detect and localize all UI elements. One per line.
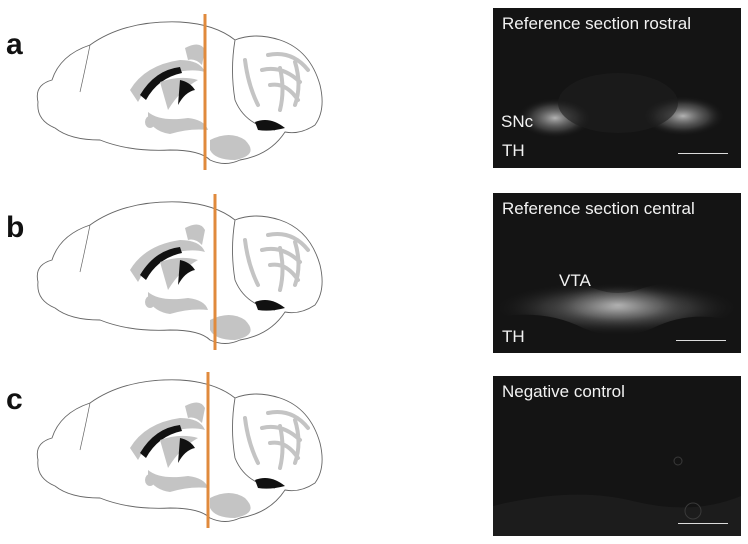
negative-control-image bbox=[493, 456, 741, 536]
brain-sagittal-diagram-c bbox=[35, 372, 325, 528]
panel-letter-a: a bbox=[6, 28, 23, 61]
stain-label-th-a: TH bbox=[502, 141, 525, 160]
panel-letter-c: c bbox=[6, 383, 23, 416]
brain-sagittal-diagram-a bbox=[35, 14, 325, 170]
panel-letter-b: b bbox=[6, 211, 25, 244]
scale-bar-c bbox=[678, 523, 728, 524]
scale-bar-a bbox=[678, 153, 728, 154]
micrograph-central: Reference section central VTA TH bbox=[493, 193, 741, 353]
scale-bar-b bbox=[676, 340, 726, 341]
stain-label-th-b: TH bbox=[502, 327, 525, 346]
th-staining-image-central bbox=[493, 280, 741, 336]
th-staining-image-rostral bbox=[517, 73, 725, 138]
region-label-snc: SNc bbox=[501, 112, 534, 131]
brain-sagittal-diagram-b bbox=[35, 194, 325, 350]
image-title-negative-control: Negative control bbox=[502, 382, 625, 401]
image-title-rostral: Reference section rostral bbox=[502, 14, 691, 33]
image-title-central: Reference section central bbox=[502, 199, 695, 218]
region-label-vta: VTA bbox=[559, 271, 591, 290]
micrograph-rostral: Reference section rostral SNc TH bbox=[493, 8, 741, 168]
micrograph-negative-control: Negative control bbox=[493, 376, 741, 536]
